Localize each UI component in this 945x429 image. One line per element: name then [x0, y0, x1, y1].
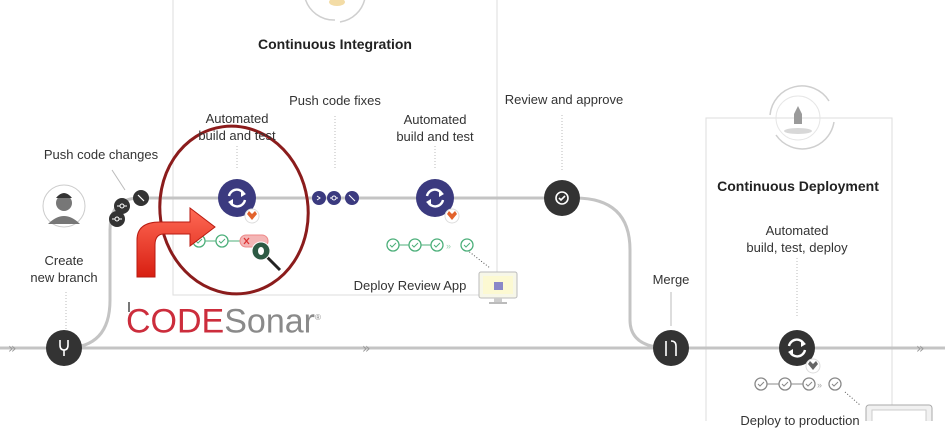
create-branch-node[interactable] — [46, 330, 82, 366]
merge-label: Merge — [652, 272, 690, 287]
ci-stage-pass-icon — [430, 238, 444, 252]
highlight-ellipse — [158, 124, 310, 296]
automated-build-label-2-line2: build and test — [396, 129, 474, 144]
logo-code-text: CODE — [126, 302, 225, 341]
flow-chevron-icon: » — [362, 341, 371, 357]
codesonar-logo: CODESonar® — [126, 300, 321, 339]
ci-build-node-2[interactable] — [416, 179, 454, 217]
ci-stage-pass-icon — [386, 238, 400, 252]
automated-build-label-1-line2: build and test — [198, 128, 276, 143]
review-approve-node[interactable] — [544, 180, 580, 216]
ci-stage-pass-icon — [460, 238, 474, 252]
cd-automated-label: Automated build, test, deploy — [727, 222, 867, 256]
cd-stage-pass-icon — [754, 377, 768, 391]
commit-node-icon — [312, 191, 326, 205]
red-curved-arrow-icon — [136, 206, 216, 278]
commit-node-icon — [327, 191, 341, 205]
automated-build-label-2-line1: Automated — [403, 112, 467, 127]
logo-registered-mark: ® — [314, 313, 321, 322]
commit-node-icon — [114, 198, 130, 214]
ci-stage-pass-icon — [408, 238, 422, 252]
logo-tick-mark — [128, 302, 130, 312]
cd-section-box — [705, 117, 893, 421]
connector-line — [111, 169, 126, 191]
automated-build-label-2: Automated build and test — [385, 111, 485, 145]
ci-section-box — [172, 0, 498, 296]
connector-line — [844, 391, 861, 406]
cd-section-title: Continuous Deployment — [717, 178, 879, 194]
stage-chevron-icon: » — [817, 380, 822, 390]
cd-automated-label-line1: Automated — [765, 223, 829, 238]
flow-chevron-icon: » — [916, 341, 925, 357]
terminal-node-icon — [345, 191, 359, 205]
create-branch-label-line2: new branch — [30, 270, 98, 285]
cd-stage-pass-icon — [828, 377, 842, 391]
ci-stage-pass-icon — [215, 234, 229, 248]
gitlab-fox-icon — [244, 208, 260, 224]
stage-chevron-icon: » — [446, 241, 451, 251]
review-and-approve-label: Review and approve — [504, 92, 624, 107]
cd-build-deploy-node[interactable] — [779, 330, 815, 366]
push-code-fixes-label: Push code fixes — [289, 93, 381, 108]
gitlab-fox-icon — [805, 358, 821, 374]
automated-build-label-1: Automated build and test — [187, 110, 287, 144]
push-code-changes-label: Push code changes — [43, 147, 159, 162]
create-branch-label: Create new branch — [24, 252, 104, 286]
bug-magnifier-icon — [251, 241, 282, 272]
review-app-monitor-icon[interactable] — [478, 271, 518, 304]
ci-section-title: Continuous Integration — [258, 36, 412, 52]
create-branch-label-line1: Create — [44, 253, 84, 268]
terminal-node-icon — [133, 190, 149, 206]
ci-build-node-1[interactable] — [218, 179, 256, 217]
developer-avatar — [42, 184, 86, 228]
commit-node-icon — [109, 211, 125, 227]
deploy-review-app-label: Deploy Review App — [353, 278, 467, 293]
cd-rocket-cycle-icon — [769, 85, 835, 150]
logo-sonar-text: Sonar — [224, 302, 315, 341]
gitlab-fox-icon — [444, 208, 460, 224]
ci-cycle-icon — [304, 0, 366, 23]
flow-chevron-icon: » — [8, 341, 17, 357]
automated-build-label-1-line1: Automated — [205, 111, 269, 126]
cd-stage-pass-icon — [802, 377, 816, 391]
merge-node[interactable] — [653, 330, 689, 366]
production-monitor-icon[interactable] — [865, 404, 933, 421]
connector-line — [466, 249, 491, 269]
cd-automated-label-line2: build, test, deploy — [746, 240, 848, 255]
cd-stage-pass-icon — [778, 377, 792, 391]
